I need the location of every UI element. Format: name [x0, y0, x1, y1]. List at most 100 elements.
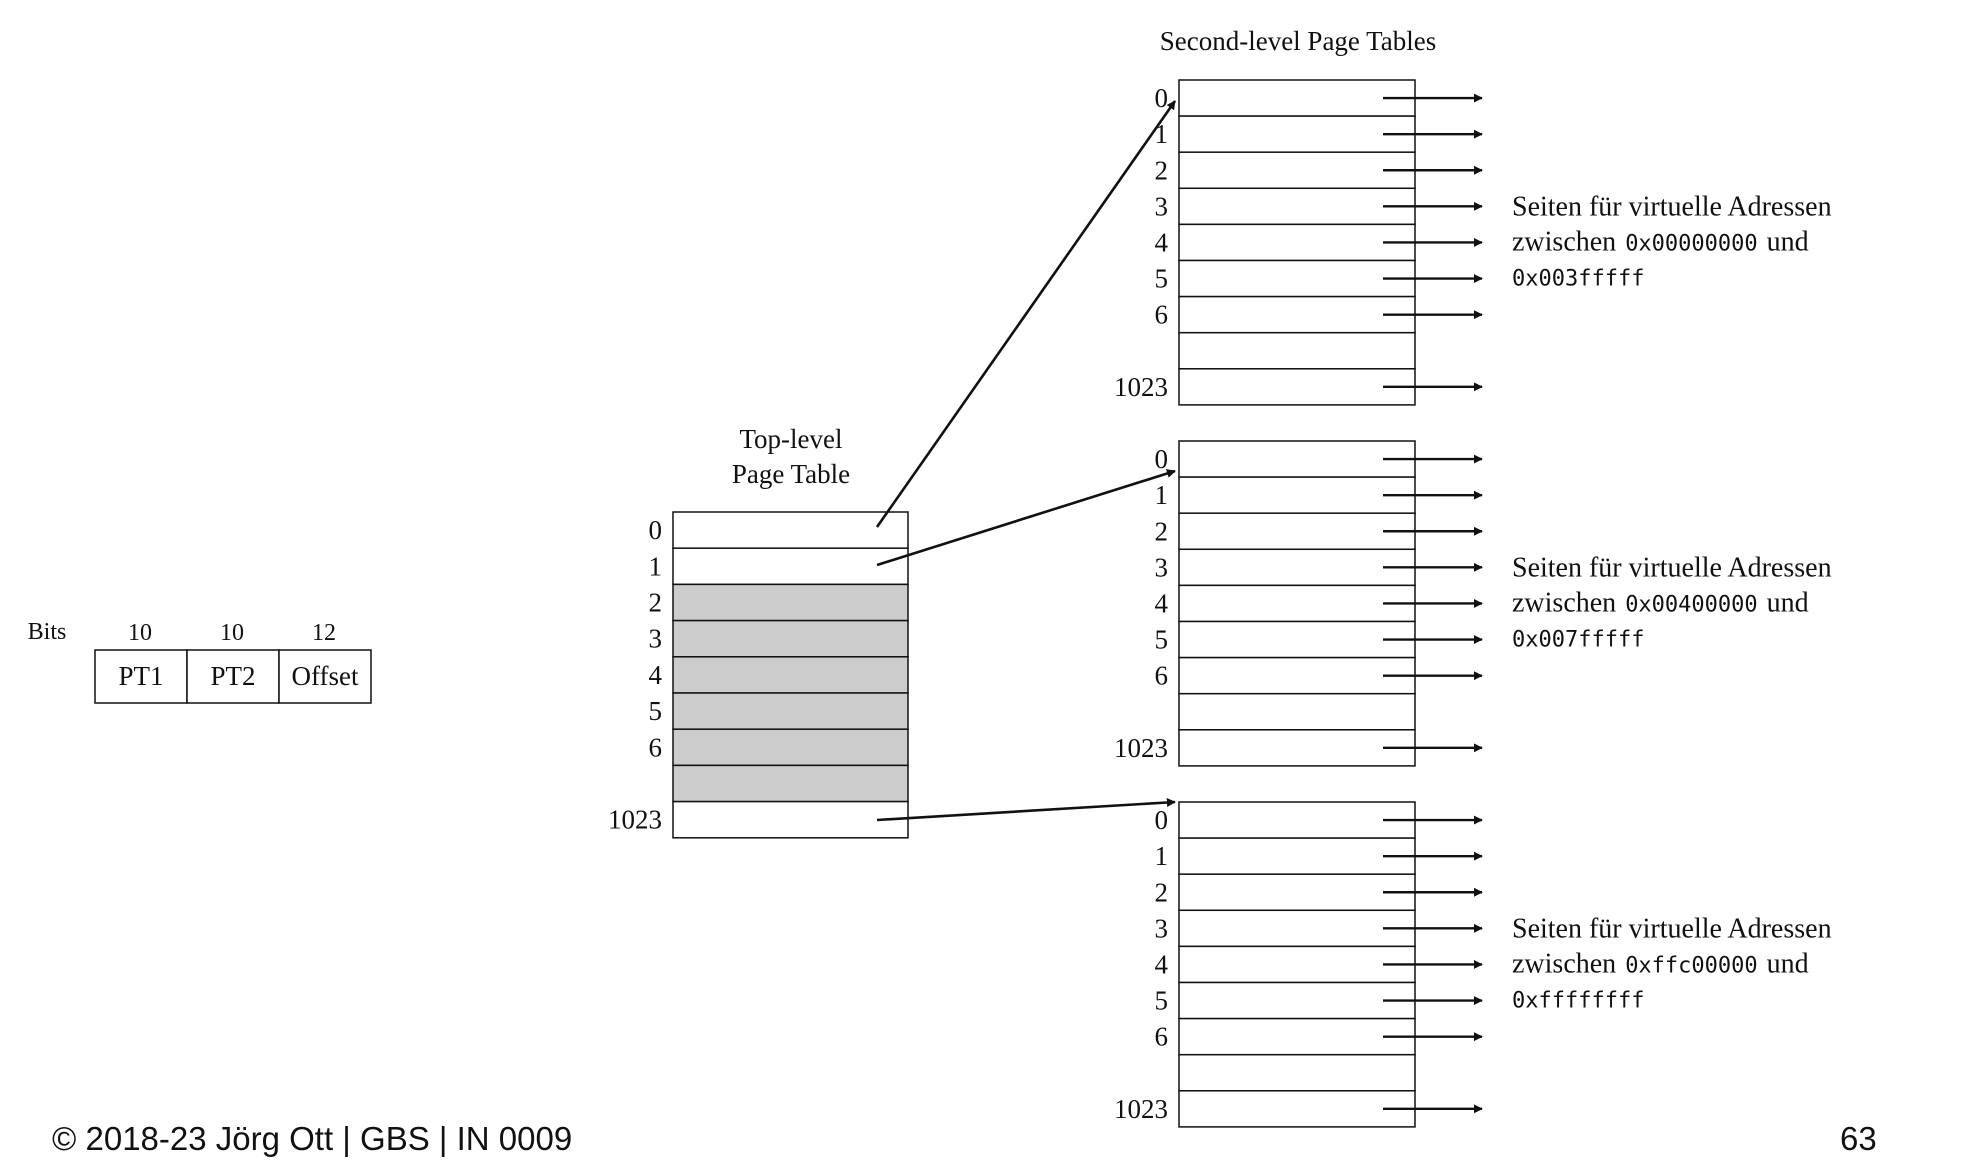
- second-level-row-index: 4: [1155, 949, 1169, 979]
- second-level-row: [1178, 801, 1416, 839]
- pt2-field: [186, 649, 280, 704]
- top-level-row-index: 6: [649, 732, 663, 762]
- top-level-title-line2: Page Table: [732, 459, 850, 489]
- top-level-row: [672, 728, 909, 767]
- second-level-row: [1178, 115, 1416, 153]
- second-level-row-index: 1023: [1114, 372, 1168, 402]
- second-level-row: [1178, 584, 1416, 623]
- second-level-row: [1178, 1090, 1416, 1128]
- address-format: Bits 10 10 12 PT1 PT2 Offset: [28, 619, 372, 704]
- second-level-row: [1178, 512, 1416, 551]
- top-level-row: [672, 547, 909, 586]
- second-level-row-index: 4: [1155, 588, 1169, 618]
- top-level-row-index: 1: [649, 551, 663, 581]
- second-level-row: [1178, 692, 1416, 731]
- second-level-row-index: 0: [1155, 83, 1169, 113]
- top-level-row: [672, 656, 909, 694]
- second-level-row: [1178, 368, 1416, 406]
- second-level-row-index: 4: [1155, 227, 1169, 257]
- top-level-title-line1: Top-level: [739, 424, 842, 454]
- second-level-row-index: 1: [1155, 119, 1169, 149]
- top-level-row: [672, 583, 909, 622]
- top-level-row: [672, 764, 909, 803]
- pt2-bits: 10: [220, 620, 244, 646]
- offset-field: [278, 649, 372, 704]
- and-word: und: [1767, 226, 1809, 257]
- between-word: zwischen: [1512, 226, 1616, 257]
- range-start-address: 0x00400000: [1625, 592, 1757, 617]
- top-level-row: [672, 511, 909, 549]
- second-level-row-index: 3: [1155, 552, 1169, 582]
- offset-label: Offset: [292, 661, 359, 691]
- pointer-entry-1023: [876, 797, 1176, 822]
- second-level-row-index: 6: [1155, 1022, 1169, 1052]
- second-level-row-index: 0: [1155, 805, 1169, 835]
- pt2-label: PT2: [210, 661, 255, 691]
- address-range-line: zwischen 0xffc00000 und: [1512, 948, 1809, 979]
- top-level-row-index: 1023: [608, 805, 662, 835]
- pointer-entry-1: [876, 469, 1176, 567]
- second-level-row: [1178, 223, 1416, 262]
- top-level-row-index: 0: [649, 515, 663, 545]
- pt1-bits: 10: [128, 620, 152, 646]
- second-level-row-index: 6: [1155, 661, 1169, 691]
- second-level-row-index: 2: [1155, 877, 1169, 907]
- top-level-row: [672, 619, 909, 658]
- top-level-row-index: 4: [649, 660, 663, 690]
- pt1-field: [94, 649, 188, 704]
- second-level-row-index: 1: [1155, 480, 1169, 510]
- second-level-row: [1178, 837, 1416, 875]
- second-level-row: [1178, 331, 1416, 370]
- address-range-description: Seiten für virtuelle Adressen: [1512, 191, 1832, 222]
- top-level-row: [672, 692, 909, 730]
- second-level-row-index: 3: [1155, 191, 1169, 221]
- second-level-row: [1178, 440, 1416, 478]
- range-end-address: 0x007fffff: [1512, 627, 1644, 652]
- range-start-address: 0x00000000: [1625, 231, 1757, 256]
- second-level-row: [1178, 259, 1416, 298]
- second-level-row-index: 5: [1155, 625, 1169, 655]
- address-range-line: zwischen 0x00400000 und: [1512, 587, 1809, 618]
- second-level-row-index: 1: [1155, 841, 1169, 871]
- top-level-pointers: [875, 100, 1177, 822]
- between-word: zwischen: [1512, 948, 1616, 979]
- second-level-row: [1178, 873, 1416, 912]
- second-level-row-index: 6: [1155, 300, 1169, 330]
- second-level-row: [1178, 548, 1416, 587]
- second-level-row-index: 2: [1155, 516, 1169, 546]
- range-end-address: 0x003fffff: [1512, 266, 1644, 291]
- second-level-row: [1178, 187, 1416, 226]
- second-level-row: [1178, 620, 1416, 659]
- bits-label: Bits: [28, 619, 67, 645]
- and-word: und: [1767, 587, 1809, 618]
- pt1-label: PT1: [118, 661, 163, 691]
- top-level-row-index: 3: [649, 624, 663, 654]
- second-level-row: [1178, 79, 1416, 117]
- second-level-row-index: 1023: [1114, 1094, 1168, 1124]
- range-end-address: 0xffffffff: [1512, 988, 1644, 1013]
- second-level-row: [1178, 945, 1416, 984]
- top-level-row: [672, 800, 909, 839]
- offset-bits: 12: [312, 620, 336, 646]
- footer-copyright: © 2018-23 Jörg Ott | GBS | IN 0009: [52, 1120, 573, 1157]
- second-level-row: [1178, 909, 1416, 948]
- address-range-description: Seiten für virtuelle Adressen: [1512, 552, 1832, 583]
- second-level-row: [1178, 1017, 1416, 1056]
- address-range-description: Seiten für virtuelle Adressen: [1512, 913, 1832, 944]
- between-word: zwischen: [1512, 587, 1616, 618]
- second-level-row: [1178, 476, 1416, 514]
- top-level-row-index: 2: [649, 588, 663, 618]
- second-level-row-index: 5: [1155, 264, 1169, 294]
- range-start-address: 0xffc00000: [1625, 953, 1757, 978]
- second-level-row-index: 3: [1155, 913, 1169, 943]
- and-word: und: [1767, 948, 1809, 979]
- second-level-row: [1178, 295, 1416, 334]
- pointer-entry-0: [875, 100, 1177, 528]
